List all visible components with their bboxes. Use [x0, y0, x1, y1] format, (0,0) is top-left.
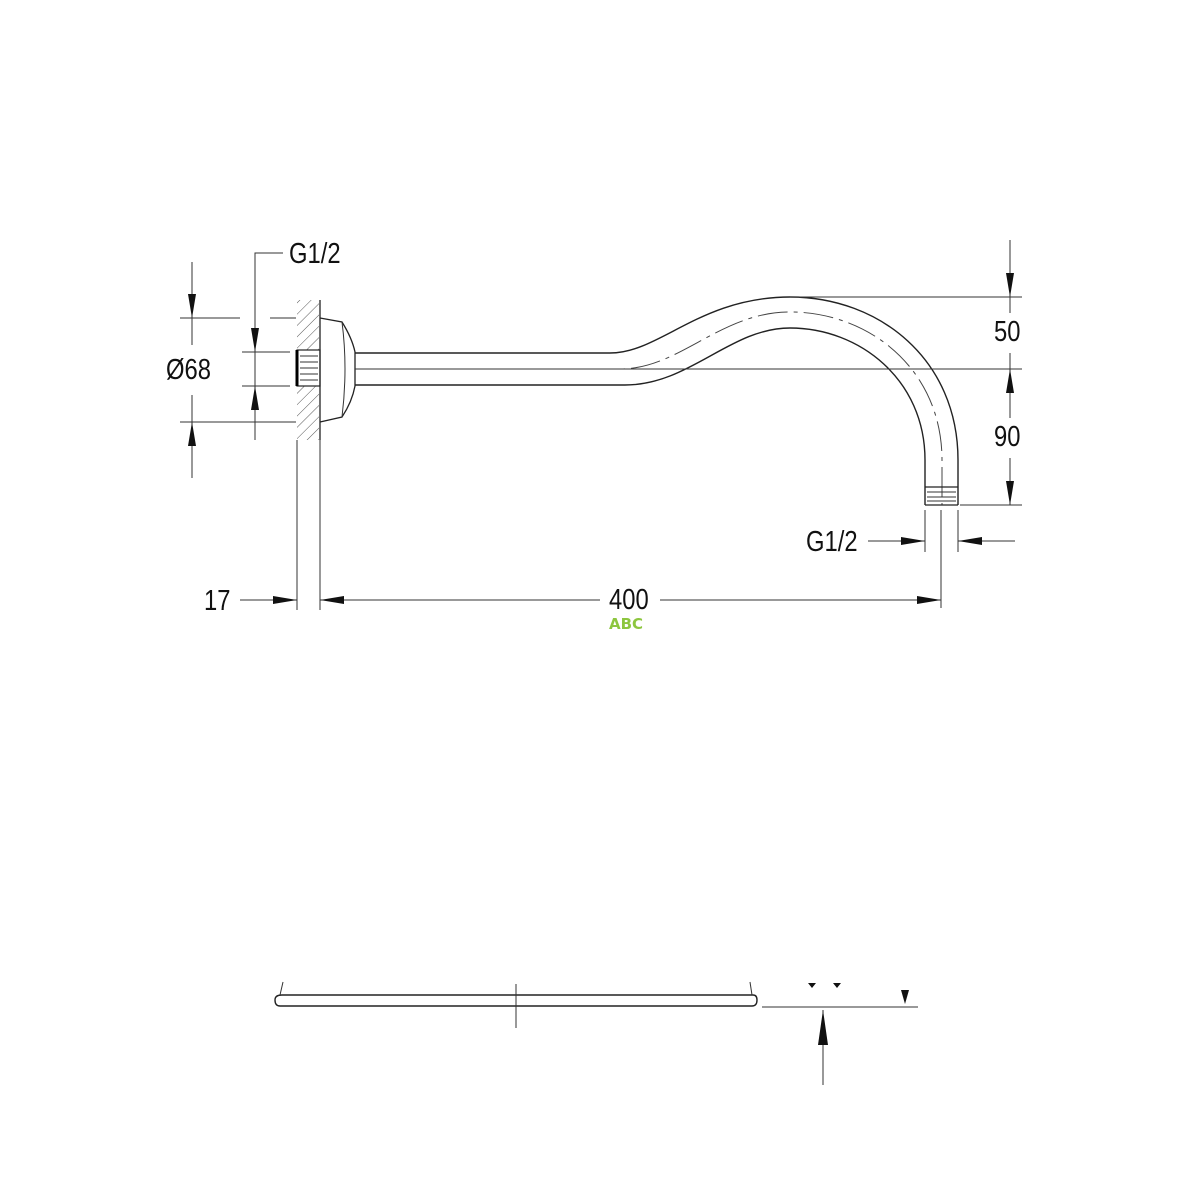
shower-arm	[355, 296, 959, 506]
rise-label: 50	[994, 316, 1021, 348]
projection-label: 400	[609, 584, 649, 616]
wall-thread-dimension	[251, 252, 283, 440]
wall-thread-label: G1/2	[289, 238, 341, 270]
flange-diameter-dimension	[188, 262, 196, 478]
flange-diameter-label: Ø68	[166, 354, 211, 386]
watermark-logo: ABC	[609, 615, 644, 633]
bottom-view	[274, 981, 918, 1085]
wall-thread-insert	[295, 349, 321, 387]
outlet-thread-label: G1/2	[806, 526, 858, 558]
wall-section	[297, 300, 321, 440]
flange-depth-label: 17	[204, 585, 231, 617]
outlet-thread-dimension	[868, 537, 1015, 545]
flange	[319, 317, 356, 423]
projection-dimension	[240, 596, 941, 604]
rise-drop-dimension	[1006, 240, 1014, 505]
extension-lines	[180, 296, 1022, 610]
drop-label: 90	[994, 421, 1021, 453]
